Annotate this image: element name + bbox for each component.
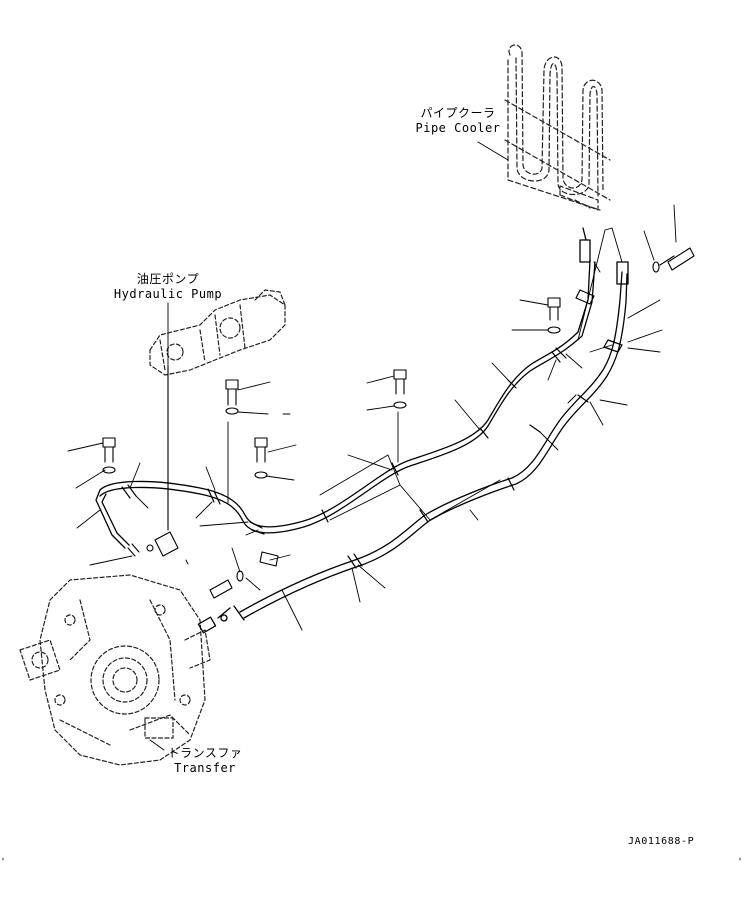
hydraulic-pump-label-jp: 油圧ポンプ bbox=[136, 272, 200, 286]
pipe-line-lower bbox=[197, 261, 629, 634]
hydraulic-pump-label-en: Hydraulic Pump bbox=[113, 287, 223, 301]
clamps bbox=[121, 289, 623, 569]
transfer-case bbox=[19, 574, 211, 766]
pipe-line-upper bbox=[95, 227, 596, 549]
leader-lines bbox=[67, 204, 677, 631]
transfer-label-jp: トランスファ bbox=[167, 746, 243, 760]
pipe-cooler-label-en: Pipe Cooler bbox=[415, 121, 501, 135]
pump-fittings bbox=[127, 364, 179, 557]
transfer-label-en: Transfer bbox=[174, 761, 236, 775]
corner-marks bbox=[2, 857, 741, 861]
pipe-cooler-label-jp: パイプクーラ bbox=[420, 106, 496, 120]
pipe-cooler bbox=[504, 44, 611, 211]
document-id: JA011688-P bbox=[628, 836, 695, 847]
hydraulic-pump bbox=[149, 289, 286, 376]
label-leaders bbox=[149, 141, 509, 751]
